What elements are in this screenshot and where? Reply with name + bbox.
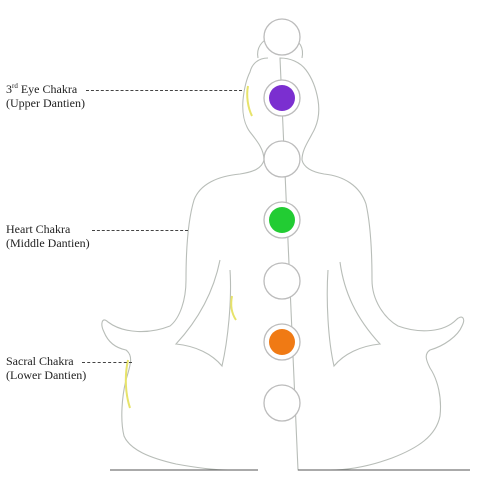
root-chakra-ring (263, 384, 301, 422)
heart-leader-line (92, 230, 188, 231)
sacral-label: Sacral Chakra (Lower Dantien) (6, 354, 86, 382)
chakra-column (263, 18, 301, 422)
third-eye-label: 3rd Eye Chakra (Upper Dantien) (6, 82, 85, 110)
crown-chakra-ring (263, 18, 301, 56)
sacral-title: Sacral Chakra (6, 354, 74, 368)
highlight-ear (246, 85, 253, 117)
heart-sublabel: (Middle Dantien) (6, 236, 90, 250)
sacral-chakra-dot (269, 329, 295, 355)
solar-plexus-chakra-ring (263, 262, 301, 300)
third-eye-leader-line (86, 90, 242, 91)
heart-chakra-dot (269, 207, 295, 233)
heart-label: Heart Chakra (Middle Dantien) (6, 222, 90, 250)
heart-title: Heart Chakra (6, 222, 71, 236)
sacral-leader-line (82, 362, 132, 363)
right-arm-contour (326, 261, 382, 368)
highlight-arm (230, 295, 237, 321)
figure-outline (101, 57, 465, 471)
sacral-sublabel: (Lower Dantien) (6, 368, 87, 382)
throat-chakra-ring (263, 140, 301, 178)
highlight-knee (124, 359, 131, 409)
left-arm-contour (174, 259, 232, 368)
third-eye-chakra-dot (269, 85, 295, 111)
third-eye-sublabel: (Upper Dantien) (6, 96, 85, 110)
